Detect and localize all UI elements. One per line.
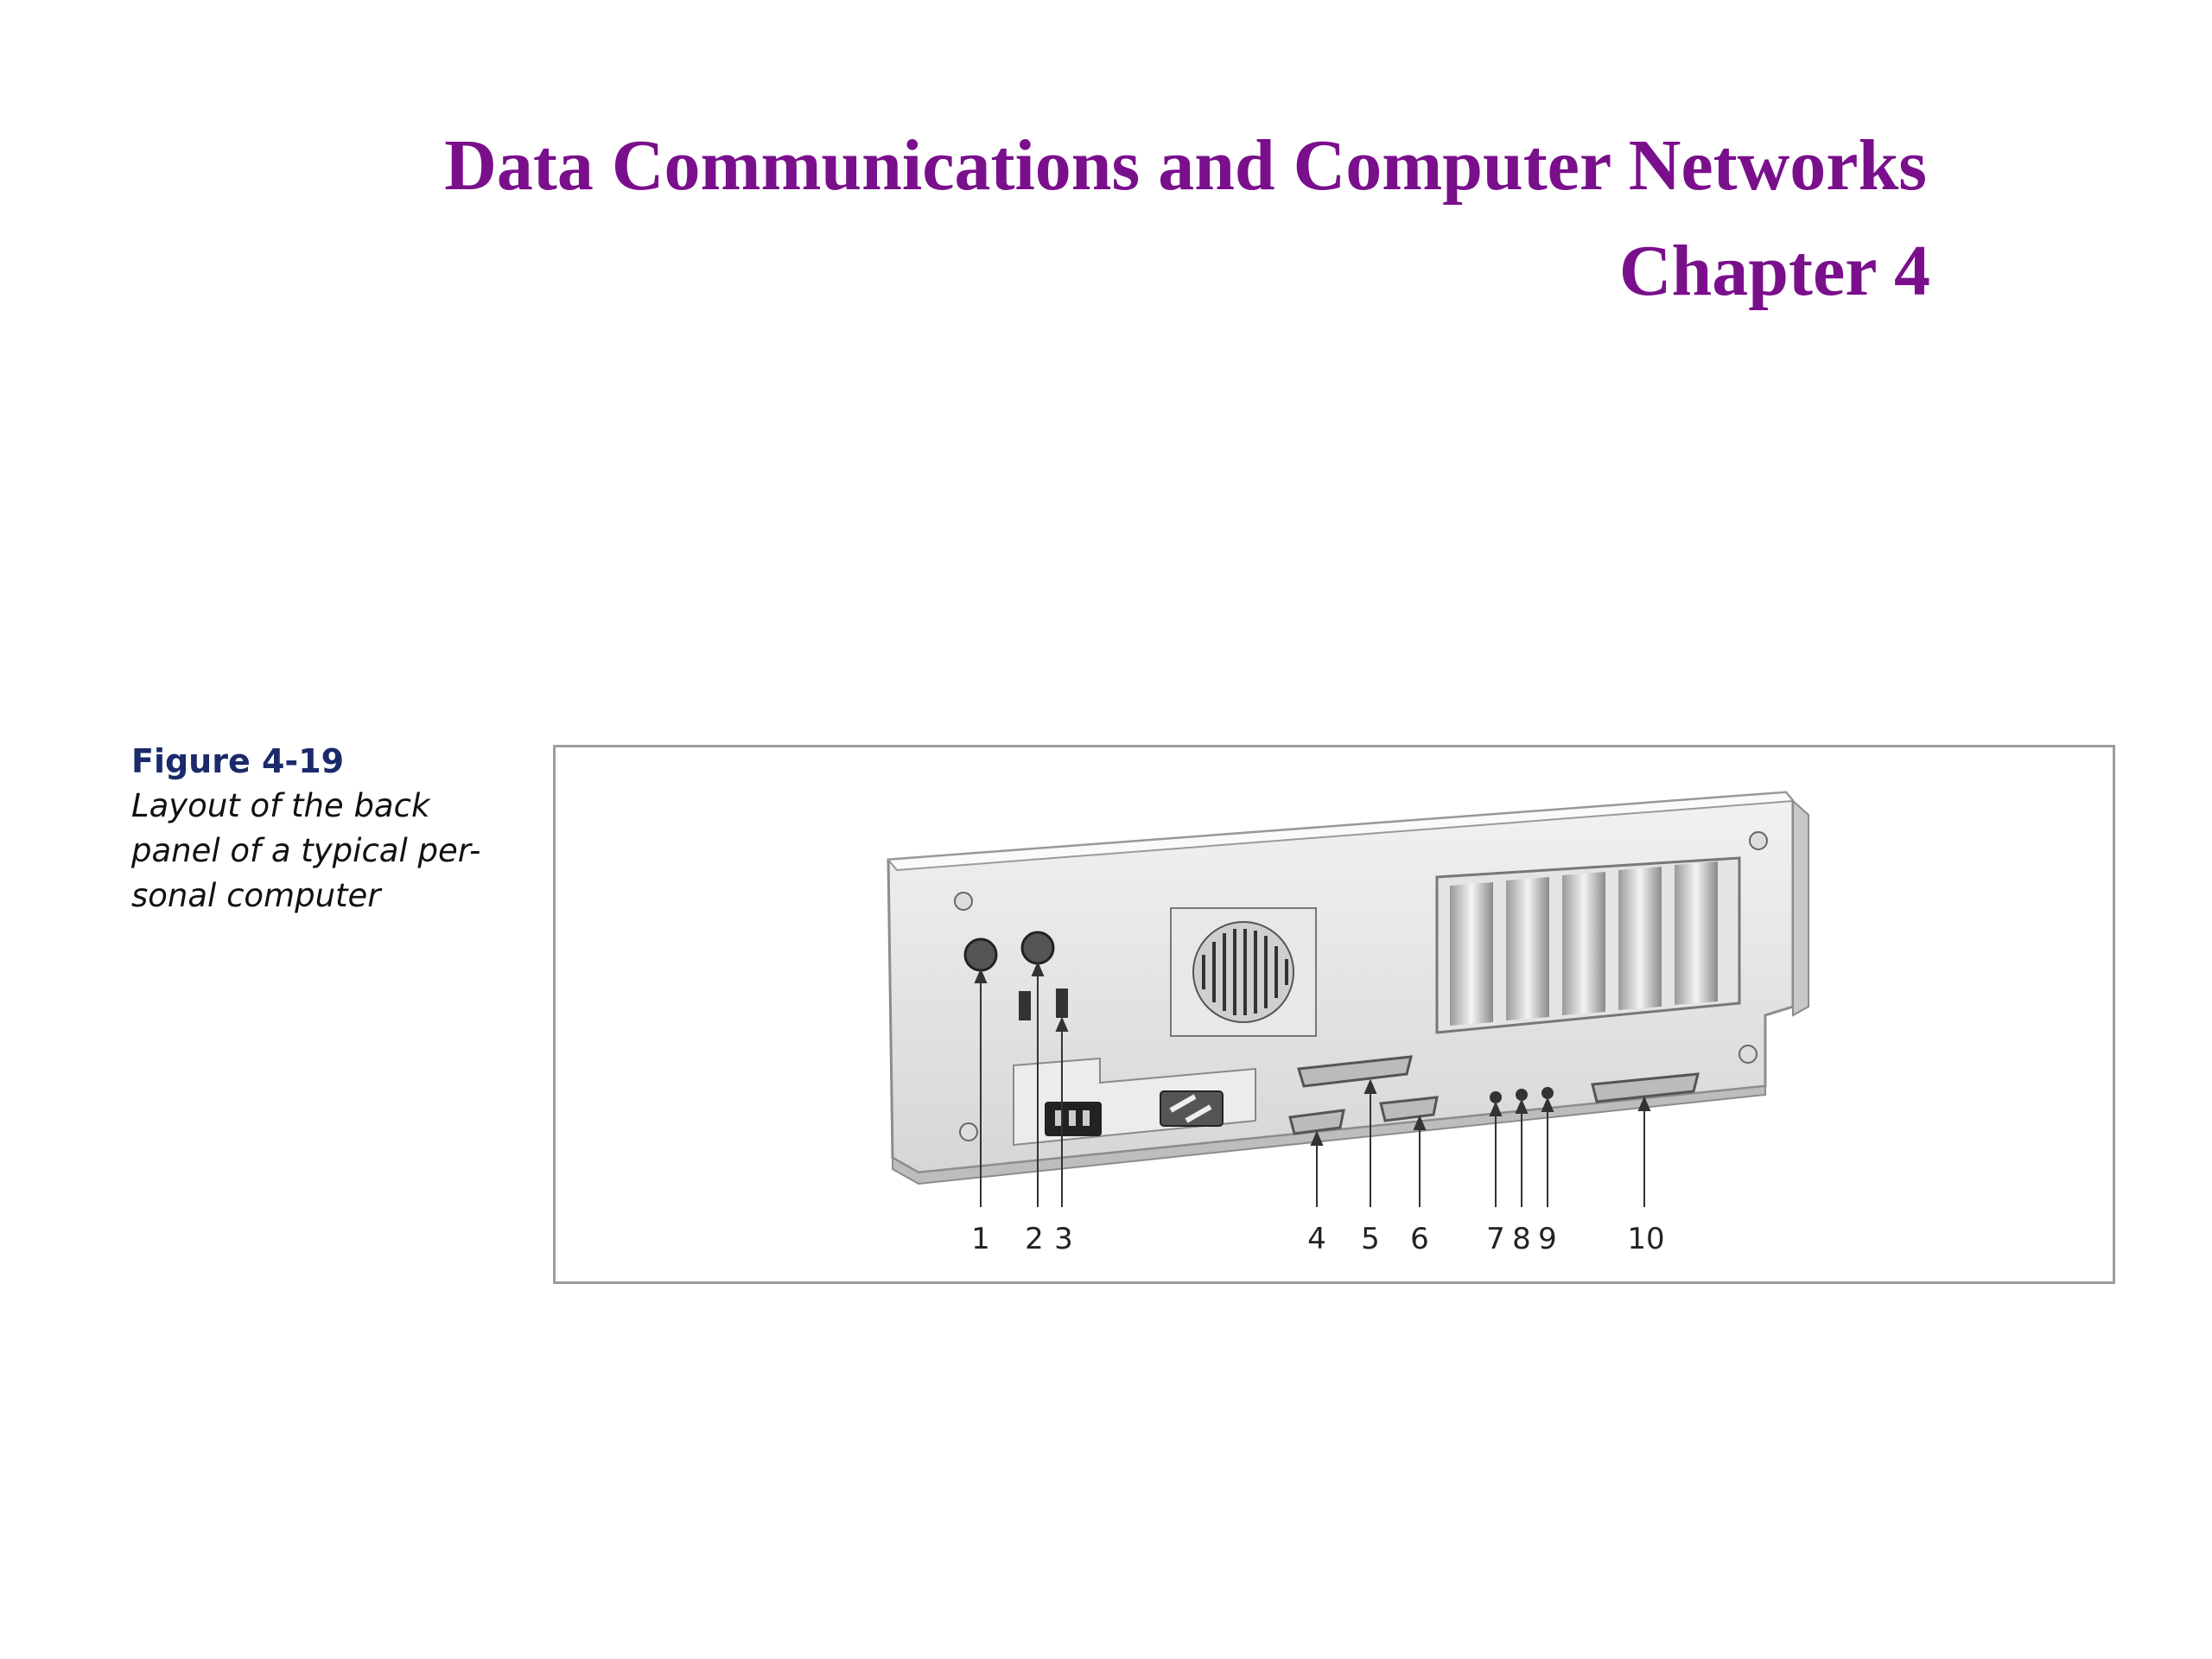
power-supply-panel [1013, 1057, 1256, 1147]
callout-number: 1 [971, 1222, 990, 1256]
callout-number: 3 [1054, 1222, 1073, 1256]
expansion-slots [1435, 856, 1741, 1034]
callout-leaders [974, 961, 1651, 1207]
chapter-label: Chapter 4 [1618, 231, 1930, 311]
figure-label: Figure 4-19 [131, 742, 345, 780]
callout-number: 6 [1410, 1222, 1429, 1256]
caption-line: panel of a typical per- [131, 832, 481, 869]
audio-jack-icon [1490, 1087, 1554, 1103]
fan-grille-icon [1170, 907, 1317, 1037]
screw-icon [954, 831, 1768, 1141]
switch-icon [1019, 988, 1068, 1020]
round-port-icon [963, 931, 1055, 972]
figure-caption: Figure 4-19 Layout of the back panel of … [131, 739, 494, 918]
callout-number: 7 [1486, 1222, 1505, 1256]
caption-line: sonal computer [131, 877, 381, 914]
callout-number: 10 [1627, 1222, 1664, 1256]
computer-back-panel-illustration: 1 2 3 4 5 6 7 8 9 10 [886, 791, 1809, 1256]
d-sub-connector-icon [1288, 1055, 1700, 1135]
slide-title: Data Communications and Computer Network… [444, 125, 1927, 206]
callout-number: 9 [1538, 1222, 1557, 1256]
callout-number: 8 [1512, 1222, 1531, 1256]
figure-frame: 1 2 3 4 5 6 7 8 9 10 [553, 745, 2115, 1284]
callout-number: 4 [1307, 1222, 1326, 1256]
callout-number: 5 [1361, 1222, 1380, 1256]
callout-number: 2 [1025, 1222, 1044, 1256]
caption-line: Layout of the back [131, 787, 430, 824]
